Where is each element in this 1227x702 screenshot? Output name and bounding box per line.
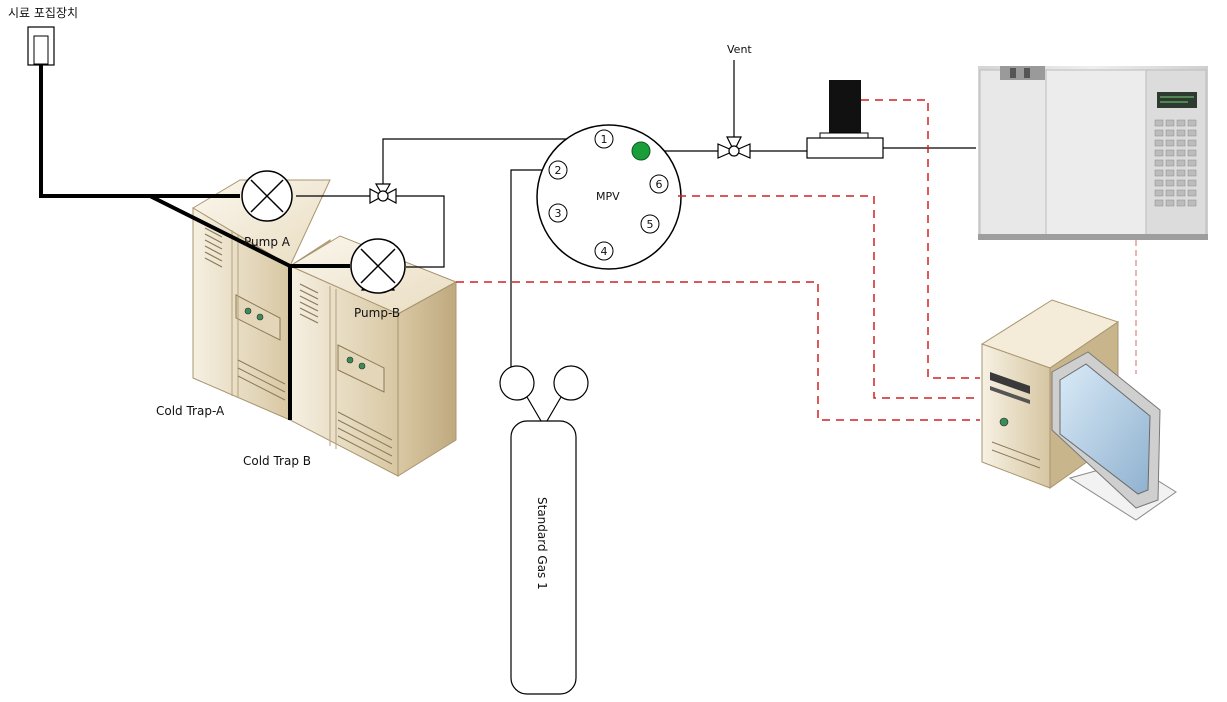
mpv-port-2 — [548, 160, 568, 180]
mpv-port-5-label: 5 — [647, 218, 654, 231]
mpv-label: MPV — [596, 190, 620, 203]
sampling-device — [27, 26, 55, 66]
mpv-port-1-label: 1 — [601, 133, 608, 146]
mpv-active-port — [631, 141, 651, 161]
mpv-port-6 — [649, 174, 669, 194]
mpv-port-4 — [594, 241, 614, 261]
standard-gas-label: Standard Gas 1 — [535, 497, 549, 590]
computer-icon — [980, 299, 1177, 521]
pump-b-label: Pump-B — [354, 306, 400, 320]
mpv-port-2-label: 2 — [555, 164, 562, 177]
cold-trap-b-cabinet — [288, 235, 458, 477]
mpv-port-6-label: 6 — [656, 178, 663, 191]
mpv-port-5 — [640, 214, 660, 234]
mpv-port-4-label: 4 — [601, 245, 608, 258]
gas-cylinder-icon — [499, 365, 589, 695]
pump-a-label: Pump A — [244, 235, 291, 249]
vent-label: Vent — [727, 43, 752, 56]
signal-lines — [456, 99, 980, 421]
mpv-port-3-label: 3 — [555, 207, 562, 220]
mpv-port-1 — [594, 129, 614, 149]
three-way-valve-icon — [369, 183, 397, 205]
gas-lines — [296, 60, 976, 370]
mpv-valve — [536, 124, 682, 270]
sampling-device-label: 시료 포집장치 — [8, 6, 78, 20]
sample-tubing — [39, 65, 350, 420]
detector-block — [806, 80, 884, 159]
pump-a-icon — [241, 170, 293, 222]
vent-valve-icon — [717, 136, 751, 159]
cold-trap-b-label: Cold Trap B — [243, 454, 311, 468]
mpv-port-3 — [548, 203, 568, 223]
cold-trap-a-label: Cold Trap-A — [156, 404, 225, 418]
gas-chromatograph — [978, 66, 1208, 240]
pump-b-icon — [350, 238, 406, 294]
